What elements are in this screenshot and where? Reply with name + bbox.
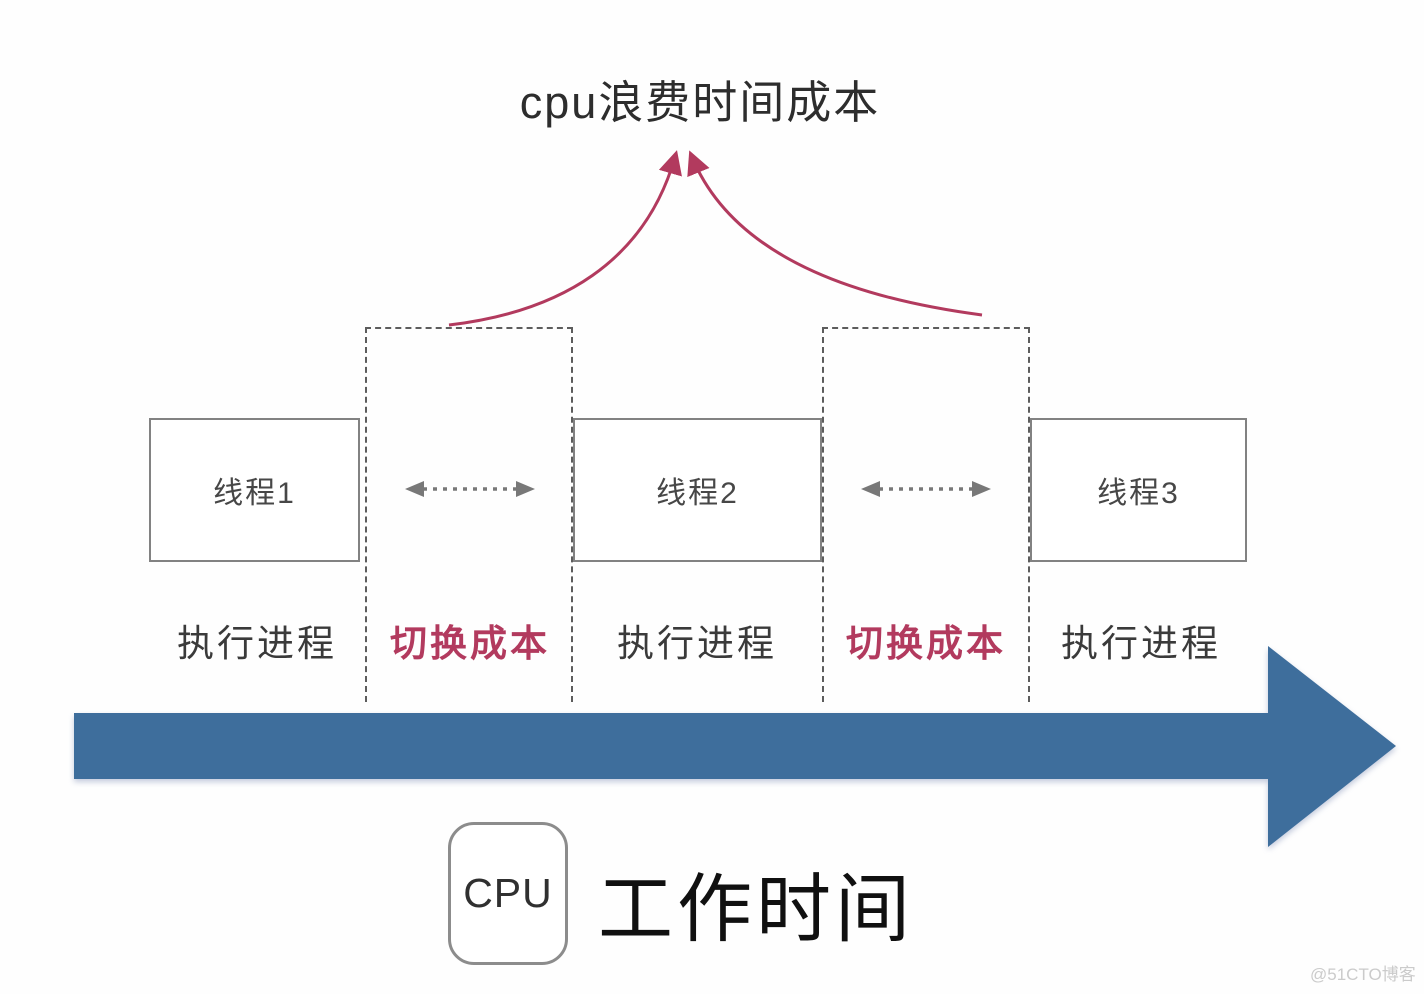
thread-2-label: 线程2 xyxy=(656,477,739,510)
watermark: @51CTO博客 xyxy=(1310,965,1416,984)
switch-cost-region-1 xyxy=(365,327,573,702)
cpu-box-label: CPU xyxy=(463,870,553,916)
thread-3-box: 线程3 xyxy=(1030,418,1247,562)
switch-cost-region-2 xyxy=(822,327,1030,702)
phase-label-switch-cost-2: 切换成本 xyxy=(846,623,1006,664)
phase-label-execute-2: 执行进程 xyxy=(617,623,777,664)
phase-label-switch-cost-1: 切换成本 xyxy=(390,623,550,664)
cpu-timeline-arrow xyxy=(74,646,1396,847)
wasted-time-arrow-left xyxy=(448,150,682,327)
thread-2-box: 线程2 xyxy=(573,418,822,562)
thread-3-label: 线程3 xyxy=(1097,477,1180,510)
thread-1-box: 线程1 xyxy=(149,418,360,562)
timeline-caption: 工作时间 xyxy=(598,867,915,951)
phase-label-execute-1: 执行进程 xyxy=(177,623,337,664)
cpu-box: CPU xyxy=(448,822,568,965)
phase-label-execute-3: 执行进程 xyxy=(1061,623,1221,664)
diagram-title: cpu浪费时间成本 xyxy=(519,77,881,128)
wasted-time-arrow-right xyxy=(687,150,983,317)
thread-1-label: 线程1 xyxy=(213,477,296,510)
